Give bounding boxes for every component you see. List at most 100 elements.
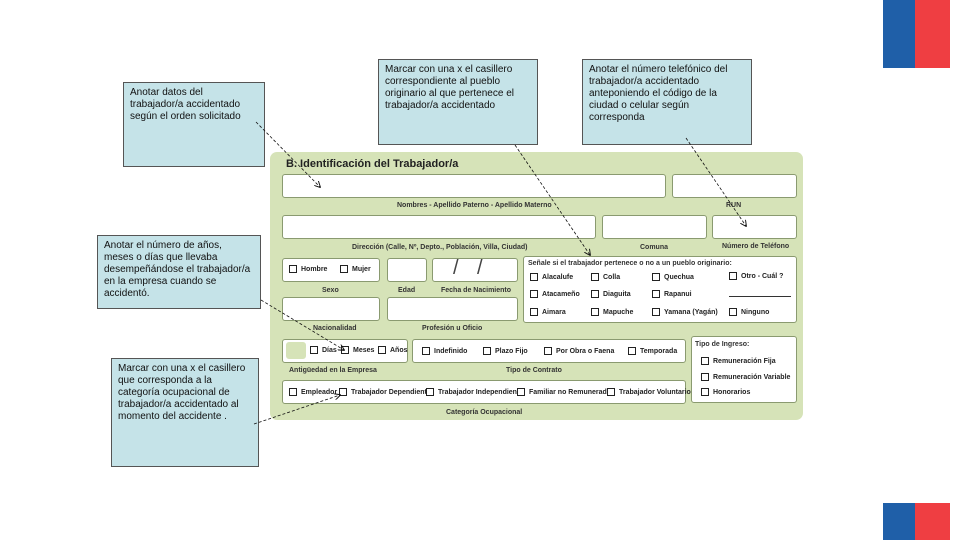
mujer-checkbox[interactable] [340, 265, 348, 273]
antiguedad-dias-option[interactable]: Días [310, 346, 337, 354]
note-categoria: Marcar con una x el casillero que corres… [111, 358, 259, 467]
ingreso-fija-option[interactable]: Remuneración Fija [701, 357, 776, 365]
pueblo-question: Señale si el trabajador pertenece o no a… [528, 260, 732, 267]
arrow-datos [255, 121, 320, 187]
alacalufe-checkbox[interactable] [530, 273, 538, 281]
pueblo-mapuche[interactable]: Mapuche [591, 308, 633, 316]
flag-red-top [915, 0, 950, 68]
arrow-pueblo [514, 144, 590, 255]
honorarios-checkbox[interactable] [701, 388, 709, 396]
profesion-field[interactable] [387, 297, 518, 321]
temporada-checkbox[interactable] [628, 347, 636, 355]
fija-checkbox[interactable] [701, 357, 709, 365]
empleador-checkbox[interactable] [289, 388, 297, 396]
pueblo-diaguita[interactable]: Diaguita [591, 290, 631, 298]
sexo-hombre-option[interactable]: Hombre [289, 265, 327, 273]
mapuche-checkbox[interactable] [591, 308, 599, 316]
arrow-categoria [253, 395, 340, 425]
pueblo-rapanui[interactable]: Rapanui [652, 290, 692, 298]
nacimiento-label: Fecha de Nacimiento [441, 287, 512, 294]
nombres-field[interactable] [282, 174, 666, 198]
sexo-panel [282, 258, 380, 282]
nacionalidad-field[interactable] [282, 297, 380, 321]
plazo-fijo-checkbox[interactable] [483, 347, 491, 355]
telefono-field[interactable] [712, 215, 797, 239]
sexo-label: Sexo [322, 287, 339, 294]
ingreso-honorarios-option[interactable]: Honorarios [701, 388, 750, 396]
contrato-plazo-fijo-option[interactable]: Plazo Fijo [483, 347, 528, 355]
contrato-temporada-option[interactable]: Temporada [628, 347, 677, 355]
dependiente-checkbox[interactable] [339, 388, 347, 396]
antiguedad-number-field[interactable] [286, 342, 306, 359]
flag-blue-bottom [883, 503, 915, 540]
familiar-checkbox[interactable] [517, 388, 525, 396]
direccion-label: Dirección (Calle, Nº, Depto., Población,… [352, 244, 528, 251]
otro-checkbox[interactable] [729, 272, 737, 280]
pueblo-aimara[interactable]: Aimara [530, 308, 566, 316]
sexo-mujer-option[interactable]: Mujer [340, 265, 371, 273]
yamana-checkbox[interactable] [652, 308, 660, 316]
categoria-familiar-option[interactable]: Familiar no Remunerado [517, 388, 611, 396]
pueblo-otro[interactable]: Otro - Cuál ? [729, 272, 783, 280]
rapanui-checkbox[interactable] [652, 290, 660, 298]
categoria-label: Categoría Ocupacional [446, 409, 523, 416]
categoria-independiente-option[interactable]: Trabajador Independiente [426, 388, 523, 396]
edad-field[interactable] [387, 258, 427, 282]
categoria-dependiente-option[interactable]: Trabajador Dependiente [339, 388, 431, 396]
dias-checkbox[interactable] [310, 346, 318, 354]
date-separator-1: / [453, 257, 459, 279]
voluntario-checkbox[interactable] [607, 388, 615, 396]
ingreso-variable-option[interactable]: Remuneración Variable [701, 373, 790, 381]
nombres-label: Nombres - Apellido Paterno - Apellido Ma… [397, 202, 552, 209]
note-datos: Anotar datos del trabajador/a accidentad… [123, 82, 265, 167]
contrato-obra-faena-option[interactable]: Por Obra o Faena [544, 347, 614, 355]
categoria-empleador-option[interactable]: Empleador [289, 388, 337, 396]
form-title: B. Identificación del Trabajador/a [286, 158, 459, 170]
indefinido-checkbox[interactable] [422, 347, 430, 355]
profesion-label: Profesión u Oficio [422, 325, 483, 332]
pueblo-ninguno[interactable]: Ninguno [729, 308, 769, 316]
pueblo-atacameno[interactable]: Atacameño [530, 290, 580, 298]
contrato-indefinido-option[interactable]: Indefinido [422, 347, 467, 355]
pueblo-yamana[interactable]: Yamana (Yagán) [652, 308, 718, 316]
antiguedad-label: Antigüedad en la Empresa [289, 367, 377, 374]
date-separator-2: / [477, 257, 483, 279]
comuna-label: Comuna [640, 244, 668, 251]
fecha-nacimiento-field[interactable] [432, 258, 518, 282]
obra-faena-checkbox[interactable] [544, 347, 552, 355]
edad-label: Edad [398, 287, 416, 294]
anos-checkbox[interactable] [378, 346, 386, 354]
run-field[interactable] [672, 174, 797, 198]
pueblo-quechua[interactable]: Quechua [652, 273, 694, 281]
colla-checkbox[interactable] [591, 273, 599, 281]
note-pueblo: Marcar con una x el casillero correspond… [378, 59, 538, 145]
flag-blue-top [883, 0, 915, 68]
comuna-field[interactable] [602, 215, 707, 239]
arrow-telefono [685, 137, 746, 226]
telefono-label: Número de Teléfono [722, 243, 790, 250]
categoria-voluntario-option[interactable]: Trabajador Voluntario [607, 388, 691, 396]
arrow-antiguedad [260, 299, 344, 350]
pueblo-colla[interactable]: Colla [591, 273, 620, 281]
hombre-checkbox[interactable] [289, 265, 297, 273]
otro-cual-line[interactable] [729, 296, 791, 297]
direccion-field[interactable] [282, 215, 596, 239]
independiente-checkbox[interactable] [426, 388, 434, 396]
flag-red-bottom [915, 503, 950, 540]
ingreso-title: Tipo de Ingreso: [695, 341, 750, 348]
variable-checkbox[interactable] [701, 373, 709, 381]
quechua-checkbox[interactable] [652, 273, 660, 281]
note-telefono: Anotar el número telefónico del trabajad… [582, 59, 752, 145]
contrato-label: Tipo de Contrato [506, 367, 562, 374]
aimara-checkbox[interactable] [530, 308, 538, 316]
diaguita-checkbox[interactable] [591, 290, 599, 298]
note-antiguedad: Anotar el número de años, meses o días q… [97, 235, 261, 309]
nacionalidad-label: Nacionalidad [313, 325, 357, 332]
antiguedad-anos-option[interactable]: Años [378, 346, 408, 354]
pueblo-alacalufe[interactable]: Alacalufe [530, 273, 573, 281]
atacameno-checkbox[interactable] [530, 290, 538, 298]
ninguno-checkbox[interactable] [729, 308, 737, 316]
run-label: RUN [726, 202, 742, 209]
pueblo-originario-panel [523, 256, 797, 323]
